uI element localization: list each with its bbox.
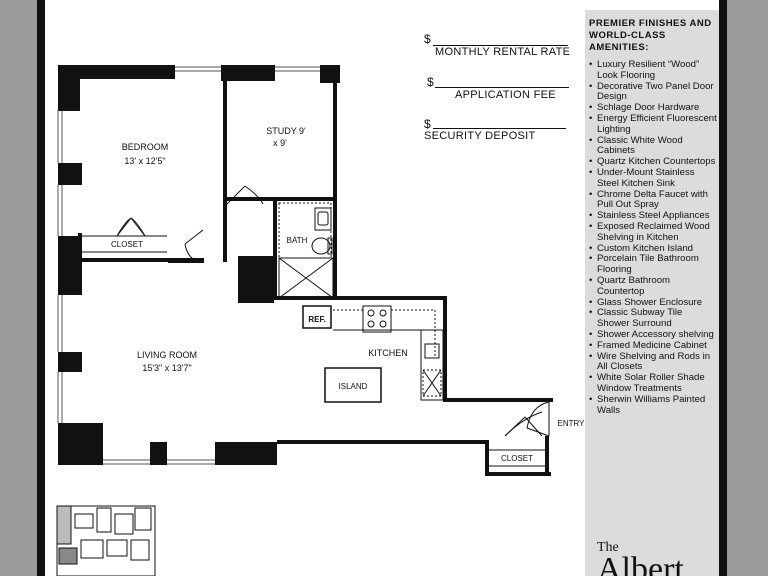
plan-labels: BEDROOM 13' x 12'5" STUDY 9' x 9' BATH C… xyxy=(111,126,585,463)
kitchen-label: KITCHEN xyxy=(368,348,408,358)
study-label: STUDY 9' xyxy=(266,126,306,136)
ref-label: REF. xyxy=(308,315,325,324)
amenities-panel: PREMIER FINISHES AND WORLD-CLASS AMENITI… xyxy=(585,10,719,576)
living-room-size: 15'3" x 13'7" xyxy=(142,363,191,373)
floor-plan-drawing: BEDROOM 13' x 12'5" STUDY 9' x 9' BATH C… xyxy=(56,65,585,576)
kitchen-fixtures xyxy=(302,305,444,403)
floor-plan-sheet: BEDROOM 13' x 12'5" STUDY 9' x 9' BATH C… xyxy=(37,0,727,576)
living-room-label: LIVING ROOM xyxy=(137,350,197,360)
deposit-blank-line xyxy=(433,128,566,129)
amenity-item: Wire Shelving and Rods in All Closets xyxy=(589,351,717,374)
amenity-item: Framed Medicine Cabinet xyxy=(589,340,717,352)
amenities-heading-line-2: WORLD-CLASS AMENITIES: xyxy=(589,30,666,53)
amenity-item: Classic Subway Tile Shower Surround xyxy=(589,308,717,330)
amenity-item: Custom Kitchen Island xyxy=(589,243,717,255)
amenities-heading: PREMIER FINISHES AND WORLD-CLASS AMENITI… xyxy=(589,18,717,54)
amenity-item: Under-Mount Stainless Steel Kitchen Sink xyxy=(589,167,717,190)
deposit-dollar-sign: $ xyxy=(424,117,431,131)
rent-label: MONTHLY RENTAL RATE xyxy=(435,46,571,58)
amenity-item: Quartz Bathroom Countertop xyxy=(589,275,717,298)
amenity-item: Chrome Delta Faucet with Pull Out Spray xyxy=(589,189,717,212)
key-plan-thumbnail xyxy=(56,505,156,576)
application-blank-line xyxy=(435,87,569,88)
island-label: ISLAND xyxy=(339,382,368,391)
brand-prefix: The xyxy=(597,540,619,555)
amenity-item: Exposed Reclaimed Wood Shelving in Kitch… xyxy=(589,221,717,244)
doors xyxy=(184,185,550,437)
entry-label: ENTRY xyxy=(558,419,586,428)
bedroom-size: 13' x 12'5" xyxy=(124,156,165,166)
application-dollar-sign: $ xyxy=(427,75,434,89)
amenity-item: White Solar Roller Shade Window Treatmen… xyxy=(589,372,717,395)
amenity-item: Schlage Door Hardware xyxy=(589,102,717,114)
amenity-item: Classic White Wood Cabinets xyxy=(589,135,717,158)
closet-entry-label: CLOSET xyxy=(501,454,533,463)
amenity-item: Stainless Steel Appliances xyxy=(589,210,717,222)
study-size: x 9' xyxy=(273,138,287,148)
rent-dollar-sign: $ xyxy=(424,32,431,46)
bath-fixtures xyxy=(278,202,334,299)
closet-bedroom-label: CLOSET xyxy=(111,240,143,249)
bath-label: BATH xyxy=(287,236,308,245)
amenity-item: Shower Accessory shelving xyxy=(589,329,717,341)
windows xyxy=(57,66,320,465)
amenities-heading-line-1: PREMIER FINISHES AND xyxy=(589,18,712,29)
brand-name: Albert xyxy=(597,551,684,576)
bedroom-label: BEDROOM xyxy=(122,142,169,152)
walls xyxy=(58,65,553,476)
amenity-item: Sherwin Williams Painted Walls xyxy=(589,394,717,417)
amenity-item: Energy Efficient Fluorescent Lighting xyxy=(589,113,717,136)
amenity-item: Luxury Resilient “Wood” Look Flooring xyxy=(589,59,717,82)
deposit-label: SECURITY DEPOSIT xyxy=(424,130,536,142)
application-label: APPLICATION FEE xyxy=(455,89,556,101)
amenity-item: Glass Shower Enclosure xyxy=(589,297,717,309)
amenity-item: Quartz Kitchen Countertops xyxy=(589,156,717,168)
amenity-item: Porcelain Tile Bathroom Flooring xyxy=(589,254,717,276)
amenity-item: Decorative Two Panel Door Design xyxy=(589,81,717,104)
amenities-list: Luxury Resilient “Wood” Look FlooringDec… xyxy=(589,59,717,417)
rent-blank-line xyxy=(433,45,568,46)
closet-details xyxy=(80,217,545,467)
